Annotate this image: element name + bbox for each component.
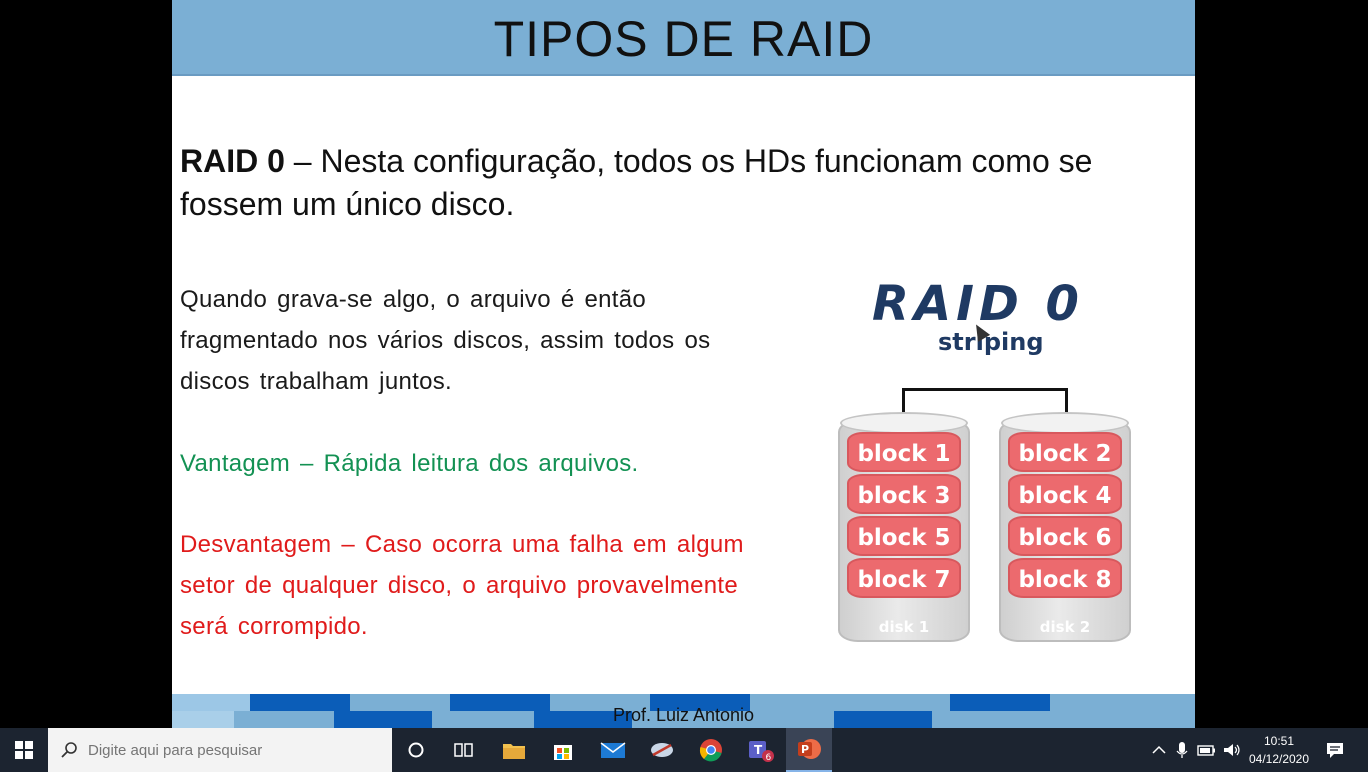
snipping-tool-button[interactable] [641,728,683,772]
volume-button[interactable] [1221,728,1243,772]
start-button[interactable] [0,728,48,772]
mail-button[interactable] [592,728,634,772]
disk-label: disk 2 [1039,618,1091,636]
raid0-heading-bold: RAID 0 [180,143,285,179]
footer-band [172,694,1195,728]
block-4: block 4 [1008,474,1122,514]
battery-icon [1197,745,1215,756]
presentation-slide: TIPOS DE RAID RAID 0 – Nesta configuraçã… [172,0,1195,728]
file-explorer-button[interactable] [494,728,534,772]
task-view-button[interactable] [444,728,484,772]
store-icon [554,745,572,760]
teams-button[interactable]: T 6 [739,728,781,772]
footer-tile [250,694,350,711]
windows-taskbar: T 6 P 10:51 04/12/2020 [0,728,1368,772]
clock-date: 04/12/2020 [1248,752,1310,766]
svg-text:P: P [801,743,809,756]
disk-label: disk 1 [878,618,930,636]
teams-badge: 6 [766,753,772,763]
description-text: Quando grava-se algo, o arquivo é então … [180,286,711,395]
chrome-button[interactable] [690,728,732,772]
footer-tile [650,694,750,711]
powerpoint-icon: P [798,739,821,759]
disk-1: block 1 block 3 block 5 block 7 disk 1 [838,410,970,645]
battery-button[interactable] [1196,728,1218,772]
teams-icon: T 6 [749,741,774,763]
block-1: block 1 [847,432,961,472]
footer-tile [834,711,932,728]
connector-top [902,388,1068,391]
slide-title: TIPOS DE RAID [493,11,874,67]
footer-tile [450,694,550,711]
disk-top [1001,412,1129,434]
raid0-diagram: RAID 0 striping block 1 block 3 block 5 … [836,270,1136,660]
speaker-icon [1224,744,1240,756]
cortana-button[interactable] [396,728,436,772]
search-icon [61,742,77,758]
windows-icon [15,741,33,759]
footer-tile [950,694,1050,711]
cortana-icon [408,742,424,758]
raid-figure-title: RAID 0 [872,276,1084,332]
microphone-icon [1176,742,1188,758]
snipping-icon [651,743,673,757]
footer-tile [172,694,250,711]
search-input[interactable] [88,741,378,759]
mail-icon [600,742,626,758]
footer-tile [172,711,234,728]
connector-right [1065,388,1068,434]
clock-time: 10:51 [1263,734,1295,748]
advantage-text: Vantagem – Rápida leitura dos arquivos. [180,450,639,477]
slide-title-bar: TIPOS DE RAID [172,0,1195,76]
footer-tile [534,711,632,728]
raid-figure-subtitle: striping [938,328,1044,356]
block-7: block 7 [847,558,961,598]
disk-2: block 2 block 4 block 6 block 8 disk 2 [999,410,1131,645]
action-center-button[interactable] [1318,728,1352,772]
block-6: block 6 [1008,516,1122,556]
connector-left [902,388,905,434]
chrome-icon [699,739,722,762]
footer-tile [334,711,432,728]
raid0-heading: RAID 0 – Nesta configuração, todos os HD… [180,140,1170,226]
notification-icon [1327,743,1343,758]
store-button[interactable] [543,728,583,772]
powerpoint-button[interactable]: P [786,728,832,772]
taskbar-search-box[interactable] [48,728,392,772]
block-5: block 5 [847,516,961,556]
taskbar-clock[interactable]: 10:51 04/12/2020 [1248,732,1310,768]
disk-top [840,412,968,434]
block-3: block 3 [847,474,961,514]
block-8: block 8 [1008,558,1122,598]
slide-footer-author: Prof. Luiz Antonio [612,705,755,725]
microphone-button[interactable] [1174,728,1190,772]
task-view-icon [454,743,473,757]
block-2: block 2 [1008,432,1122,472]
raid0-heading-text: – Nesta configuração, todos os HDs funci… [180,143,1093,222]
svg-text:T: T [754,743,763,757]
file-explorer-icon [503,744,525,759]
disadvantage-text: Desvantagem – Caso ocorra uma falha em a… [180,531,744,640]
chevron-up-icon [1152,745,1166,754]
show-hidden-icons-button[interactable] [1150,728,1168,772]
